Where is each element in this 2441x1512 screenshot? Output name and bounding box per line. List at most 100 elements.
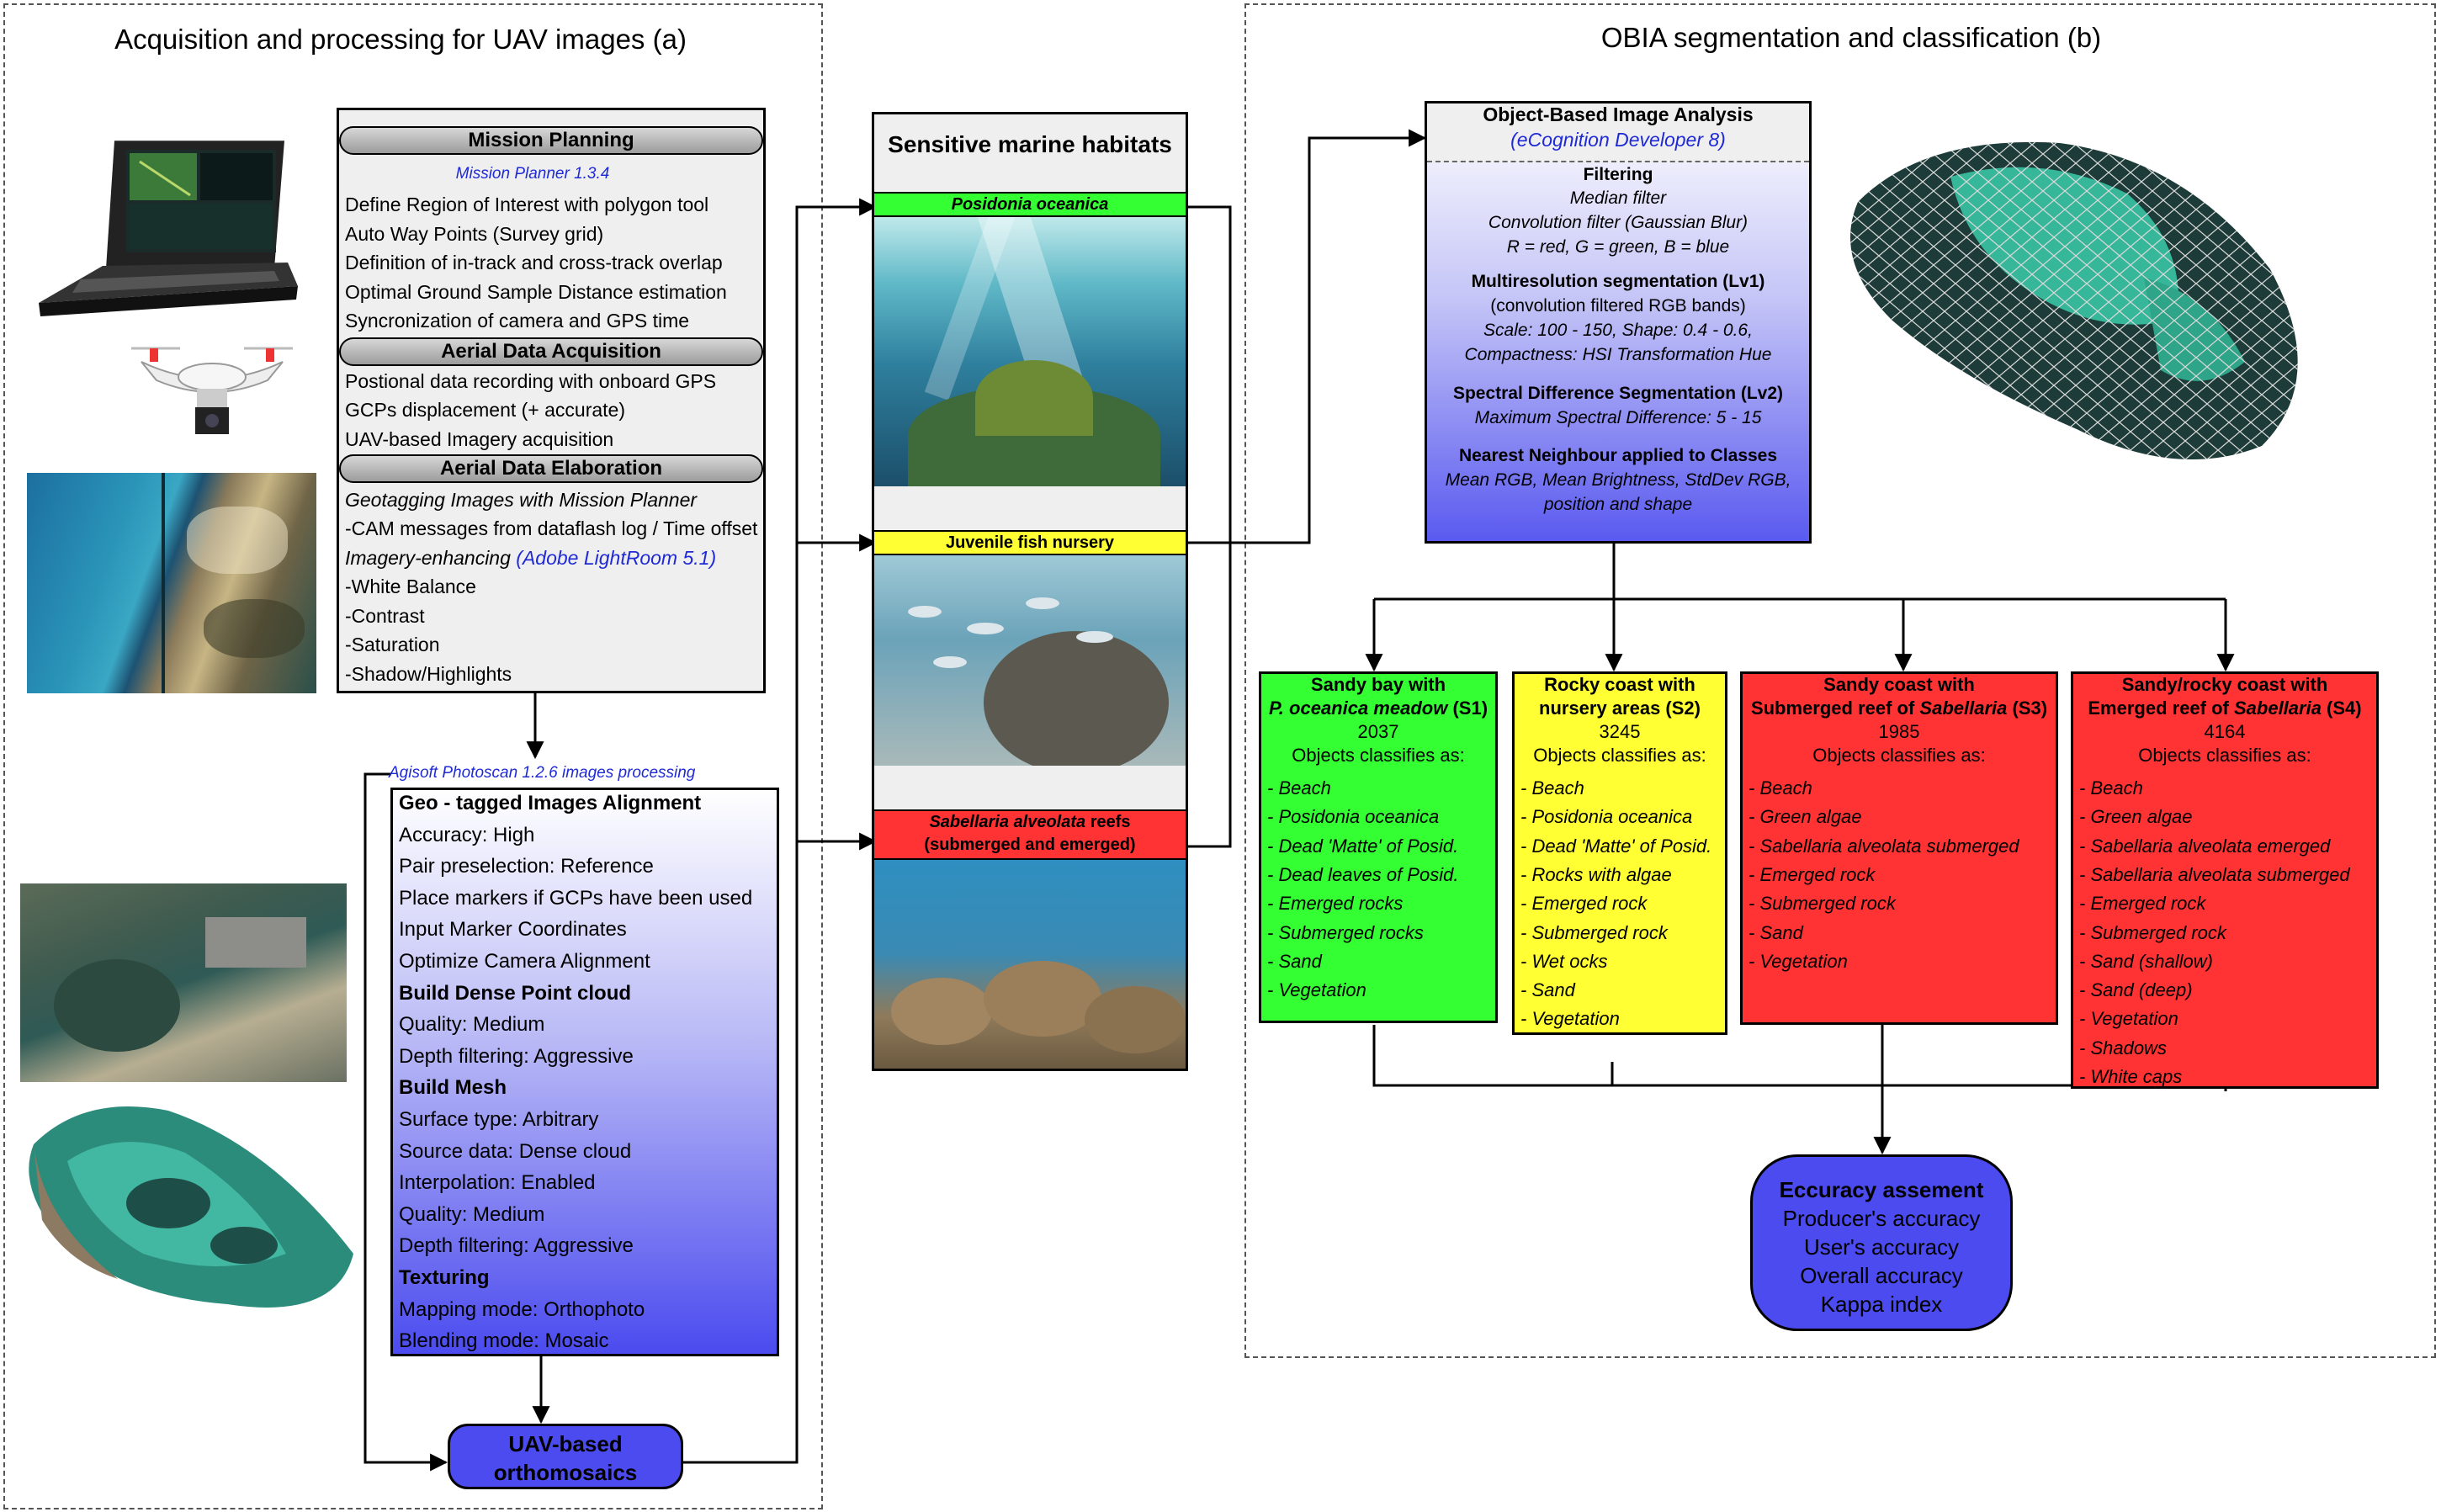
obia-header [1427, 103, 1809, 162]
panel-a-frame [3, 3, 823, 1509]
site-class-item: - Emerged rock [2079, 893, 2206, 915]
photoscan-step-detail: Optimize Camera Alignment [399, 950, 650, 973]
mission-planner-software: Mission Planner 1.3.4 [455, 165, 610, 183]
site-class-item: - Submerged rock [1748, 893, 1896, 915]
site-class-item: - Sand [1748, 921, 1803, 943]
panel-a-title: Acquisition and processing for UAV image… [114, 24, 687, 55]
mission-item: -Shadow/Highlights [345, 663, 512, 685]
site-class-item: - Sand [1267, 950, 1322, 972]
obia-line: Scale: 100 - 150, Shape: 0.4 - 0.6, [1483, 321, 1753, 340]
mission-item: -White Balance [345, 576, 476, 597]
site-object-count: 4164 [2204, 721, 2246, 742]
site-class-item: - Green algae [1748, 806, 1862, 828]
photoscan-step-detail: Input Marker Coordinates [399, 918, 627, 942]
fish-nursery-photo [874, 555, 1186, 766]
mission-item: -Saturation [345, 634, 440, 655]
photoscan-step-heading: Build Mesh [399, 1076, 507, 1100]
site-class-item: - Emerged rock [1748, 863, 1876, 885]
habitat-posidonia-label: Posidonia oceanica [874, 192, 1186, 217]
photoscan-step-detail: Source data: Dense cloud [399, 1139, 632, 1163]
site-object-count: 1985 [1878, 721, 1920, 742]
site-title-line1: Sandy bay with [1310, 674, 1446, 695]
mission-item: Auto Way Points (Survey grid) [345, 223, 604, 245]
site-class-item: - Dead 'Matte' of Posid. [1267, 835, 1459, 857]
habitats-title: Sensitive marine habitats [888, 131, 1172, 157]
site-class-item: - Emerged rocks [1267, 893, 1404, 915]
site-class-item: - Sabellaria alveolata submerged [1748, 835, 2019, 857]
obia-line: R = red, G = green, B = blue [1506, 237, 1730, 257]
mission-item: Postional data recording with onboard GP… [345, 370, 717, 392]
panel-b-title: OBIA segmentation and classification (b) [1600, 22, 2102, 53]
photoscan-box [390, 788, 779, 1356]
site-title-line2: Submerged reef of Sabellaria (S3) [1750, 698, 2048, 719]
mission-item: -Contrast [345, 605, 425, 627]
obia-line: Maximum Spectral Difference: 5 - 15 [1474, 408, 1762, 427]
site-class-item: - Rocks with algae [1520, 863, 1672, 885]
orthomosaics-node: UAV-based orthomosaics [448, 1424, 683, 1489]
mission-planning-header: Mission Planning [339, 126, 763, 155]
site-class-item: - Beach [1748, 777, 1812, 798]
site-box-s2 [1512, 671, 1727, 1035]
site-title-line2: Emerged reef of Sabellaria (S4) [2088, 698, 2362, 719]
site-class-item: - White caps [2079, 1066, 2183, 1087]
photoscan-step-detail: Surface type: Arbitrary [399, 1108, 599, 1131]
ortho-line2: orthomosaics [493, 1460, 638, 1485]
site-class-item: - Sand (deep) [2079, 979, 2193, 1001]
site-class-item: - Green algae [2079, 806, 2193, 828]
photoscan-step-heading: Texturing [399, 1266, 490, 1289]
laptop-illustration [22, 136, 300, 321]
site-class-item: - Submerged rocks [1267, 921, 1424, 943]
site-class-item: - Vegetation [1520, 1008, 1620, 1030]
site-class-item: - Sabellaria alveolata emerged [2079, 835, 2331, 857]
panel-b-frame [1244, 3, 2436, 1358]
site-class-item: - Emerged rock [1520, 893, 1648, 915]
aerial-photo-rocky-coast [27, 473, 316, 693]
site-class-item: - Posidonia oceanica [1267, 806, 1440, 828]
photoscan-label: Agisoft Photoscan 1.2.6 images processin… [389, 764, 696, 782]
site-object-count: 2037 [1357, 721, 1399, 742]
mission-item: GCPs displacement (+ accurate) [345, 399, 625, 421]
obia-nn: Nearest Neighbour applied to Classes [1458, 446, 1778, 465]
photoscan-step-detail: Blending mode: Mosaic [399, 1329, 609, 1353]
obia-filtering: Filtering [1583, 165, 1653, 184]
photoscan-step-detail: Pair preselection: Reference [399, 855, 654, 878]
ecognition-software: (eCognition Developer 8) [1510, 129, 1726, 151]
photoscan-step-detail: Accuracy: High [399, 823, 535, 846]
site-title-line2: nursery areas (S2) [1539, 698, 1701, 719]
photoscan-step-detail: Depth filtering: Aggressive [399, 1044, 634, 1068]
photoscan-step-detail: Place markers if GCPs have been used [399, 886, 753, 910]
site-objects-label: Objects classifies as: [1292, 745, 1465, 766]
site-title-line1: Sandy/rocky coast with [2121, 674, 2328, 695]
accuracy-item: User's accuracy [1803, 1234, 1960, 1260]
mission-item: Definition of in-track and cross-track o… [345, 252, 723, 273]
site-class-item: - Sand [1520, 979, 1575, 1001]
site-title-line1: Sandy coast with [1823, 674, 1975, 695]
mission-planning-box [337, 108, 766, 693]
mission-item: Syncronization of camera and GPS time [345, 310, 690, 332]
site-class-item: - Dead leaves of Posid. [1267, 863, 1459, 885]
site-class-item: - Wet ocks [1520, 950, 1608, 972]
site-title-line1: Rocky coast with [1544, 674, 1695, 695]
posidonia-photo [874, 217, 1186, 486]
site-class-item: - Sand (shallow) [2079, 950, 2213, 972]
obia-seg2: Spectral Difference Segmentation (Lv2) [1452, 384, 1784, 403]
site-class-item: - Sabellaria alveolata submerged [2079, 863, 2350, 885]
site-class-item: - Beach [1520, 777, 1584, 798]
aerial-photo-bay [20, 883, 347, 1082]
photoscan-step-detail: Mapping mode: Orthophoto [399, 1297, 645, 1321]
photoscan-step-heading: Geo - tagged Images Alignment [399, 792, 702, 814]
site-box-s4 [2071, 671, 2379, 1089]
obia-box [1425, 101, 1812, 544]
site-objects-label: Objects classifies as: [2138, 745, 2311, 766]
photoscan-step-detail: Quality: Medium [399, 1013, 545, 1037]
site-class-item: - Dead 'Matte' of Posid. [1520, 835, 1712, 857]
obia-title: Object-Based Image Analysis [1483, 103, 1754, 125]
accuracy-item: Overall accuracy [1800, 1263, 1963, 1288]
site-class-item: - Beach [2079, 777, 2143, 798]
site-class-item: - Submerged rock [2079, 921, 2226, 943]
accuracy-item: Producer's accuracy [1782, 1206, 1981, 1231]
site-class-item: - Vegetation [2079, 1008, 2178, 1030]
segmentation-preview [1824, 126, 2329, 480]
accuracy-title: Eccuracy assement [1779, 1177, 1984, 1202]
